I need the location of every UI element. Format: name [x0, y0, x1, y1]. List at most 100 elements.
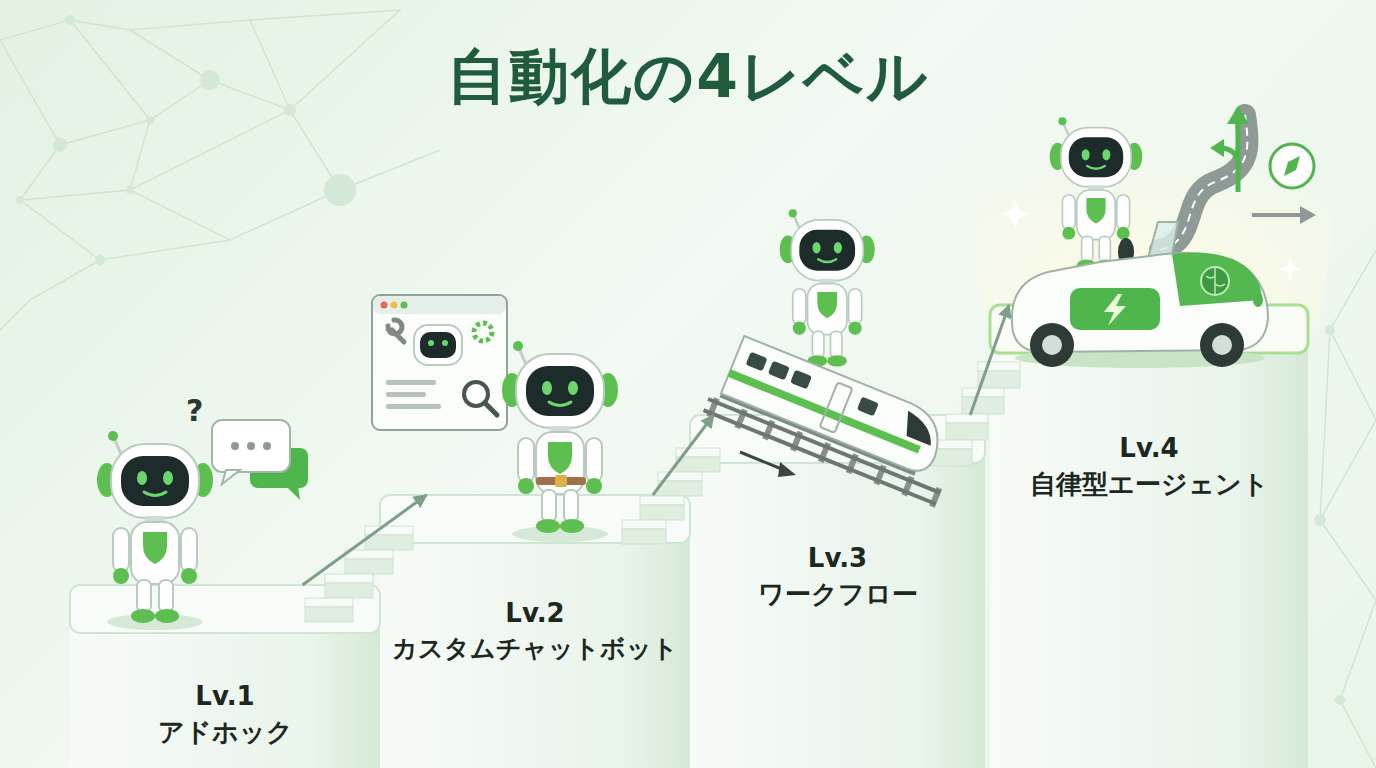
route-arrow: [1236, 122, 1241, 192]
pedestal: [690, 415, 985, 463]
autonomous-car: [1012, 222, 1268, 368]
train: [734, 408, 747, 429]
stairs: [305, 362, 1020, 622]
speech-bubble: [222, 470, 240, 484]
train: [901, 476, 914, 497]
chatbot-window: [391, 302, 398, 309]
autonomous-car: [1015, 348, 1265, 368]
train: [768, 361, 790, 381]
chatbot-window: [388, 320, 404, 342]
train: [720, 390, 918, 476]
stairs: [325, 583, 373, 598]
level-number: Lv.4: [1119, 430, 1178, 466]
level-step: Lv.4自律型エージェント: [990, 305, 1308, 768]
level-arrow: [970, 305, 1009, 415]
network-node: [126, 186, 134, 194]
train: [820, 382, 853, 432]
route-arrow: [1252, 213, 1303, 217]
network-node: [324, 174, 356, 206]
speech-bubble: [212, 420, 290, 472]
network-node: [95, 255, 105, 265]
stairs: [946, 414, 988, 423]
autonomous-car: [1070, 288, 1160, 330]
level-name: 自律型エージェント: [1030, 466, 1269, 502]
network-node: [200, 70, 220, 90]
direction-arrow: [778, 462, 796, 477]
chatbot-window: [428, 340, 434, 346]
sparkle: [1001, 200, 1029, 228]
stairs: [305, 607, 353, 622]
tool-belt: [555, 475, 567, 487]
pedestal: [380, 495, 690, 543]
level-arrow: [653, 415, 714, 495]
stairs: [365, 526, 413, 535]
route-arrow: [1210, 139, 1224, 157]
train: [704, 410, 936, 504]
title-box: 自動化の4レベル: [0, 40, 1376, 112]
direction-arrow: [740, 452, 784, 470]
autonomous-car: [1206, 268, 1225, 294]
train: [874, 465, 887, 486]
train: [702, 332, 968, 508]
pedestal: [70, 585, 380, 633]
autonomous-car: [1118, 238, 1134, 266]
train: [818, 442, 831, 463]
stairs: [930, 449, 972, 466]
chatbot-window: [420, 332, 456, 358]
compass: [1284, 156, 1300, 176]
route-arrow: [1210, 106, 1316, 224]
robot-figure: [780, 209, 875, 366]
network-node: [1325, 325, 1335, 335]
speech-bubble: [212, 420, 308, 500]
robot-figure: [97, 431, 213, 623]
compass: [1270, 144, 1314, 188]
train: [707, 397, 720, 418]
stairs: [640, 496, 684, 505]
speech-bubble: [247, 442, 255, 450]
chatbot-window: [386, 392, 426, 397]
network-pattern: [0, 10, 1376, 768]
road: [1160, 115, 1247, 250]
stairs: [345, 550, 393, 559]
stairs: [962, 397, 1004, 414]
tool-belt: [536, 477, 586, 485]
stairs: [946, 423, 988, 440]
chatbot-window: [386, 404, 441, 409]
train: [721, 336, 950, 477]
level-step: Lv.1アドホック: [70, 585, 380, 768]
shadow: [107, 614, 203, 630]
pedestal: [690, 455, 985, 768]
level-number: Lv.1: [195, 678, 254, 714]
network-node: [1314, 514, 1326, 526]
autonomous-car: [1012, 253, 1268, 352]
diagram-title: 自動化の4レベル: [447, 40, 929, 112]
stairs: [962, 388, 1004, 397]
autonomous-car: [1148, 222, 1178, 258]
stairs: [978, 362, 1020, 371]
level-arrow: [303, 495, 427, 585]
route-arrow: [1222, 148, 1238, 165]
level-name: ワークフロー: [758, 576, 918, 612]
chatbot-window: [485, 403, 497, 415]
chatbot-window: [442, 340, 448, 346]
chatbot-window: [474, 323, 492, 341]
train: [899, 411, 940, 446]
chatbot-window: [401, 302, 408, 309]
autonomous-car: [1212, 335, 1232, 355]
pedestal: [990, 305, 1308, 353]
network-node: [53, 138, 67, 152]
autonomous-car: [1030, 323, 1074, 367]
train: [857, 397, 879, 417]
speech-bubble: [286, 486, 300, 500]
train: [746, 352, 768, 372]
stairs: [658, 472, 702, 481]
stairs: [930, 440, 972, 449]
level-step: Lv.2カスタムチャットボット: [380, 495, 690, 768]
route-arrow: [1227, 106, 1249, 124]
chatbot-window: [373, 296, 506, 314]
chatbot-window: [464, 382, 488, 406]
network-node: [284, 104, 296, 116]
stairs: [622, 529, 666, 544]
